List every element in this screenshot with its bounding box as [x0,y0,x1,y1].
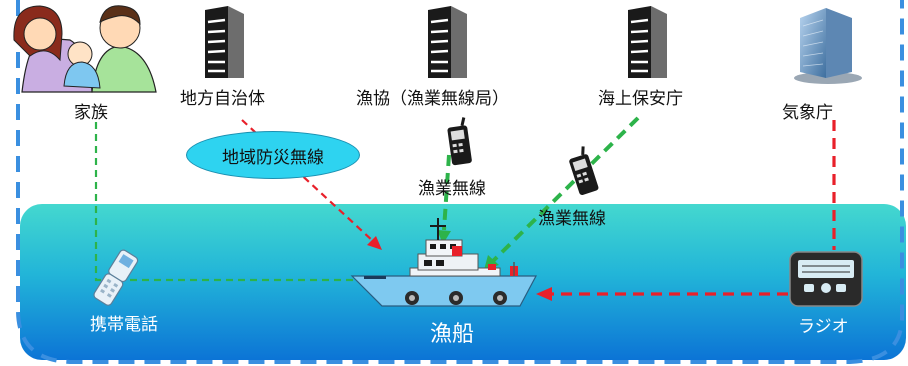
fishery-radio-label-1: 漁業無線 [418,179,486,199]
family-label: 家族 [74,103,108,123]
mobile-phone-label: 携帯電話 [90,315,158,335]
family-illustration-icon [13,5,157,93]
coast-guard-link [490,116,640,264]
fishery-radio-label-2: 漁業無線 [538,209,606,229]
coast-guard-label: 海上保安庁 [598,89,683,109]
fishery-coop-link [442,154,451,231]
disaster-radio-bubble: 地域防災無線 [186,131,360,179]
jma-label: 気象庁 [782,103,833,123]
dashed-frame [16,0,904,364]
coast-guard-building-icon [628,6,667,78]
disaster-radio-arrowhead [367,236,382,250]
radio-handset-icon [447,117,472,166]
fishing-boat-label: 漁船 [430,322,475,347]
fishing-boat-icon [350,218,537,307]
disaster-radio-label: 地域防災無線 [222,147,324,168]
local-gov-building-icon [205,6,244,78]
portable-radio-icon [789,251,863,307]
fishery-coop-label: 漁協（漁業無線局） [356,89,509,109]
local-gov-label: 地方自治体 [180,89,265,109]
fishery-coop-arrowhead [437,230,451,244]
radio-label: ラジオ [798,317,849,337]
family-phone-link [94,122,362,282]
radio-handset-icon-2 [569,146,599,195]
jma-building-icon [794,8,862,84]
flip-phone-icon [93,249,139,306]
radio-boat-arrowhead [536,287,552,301]
fishery-coop-building-icon [428,6,467,78]
